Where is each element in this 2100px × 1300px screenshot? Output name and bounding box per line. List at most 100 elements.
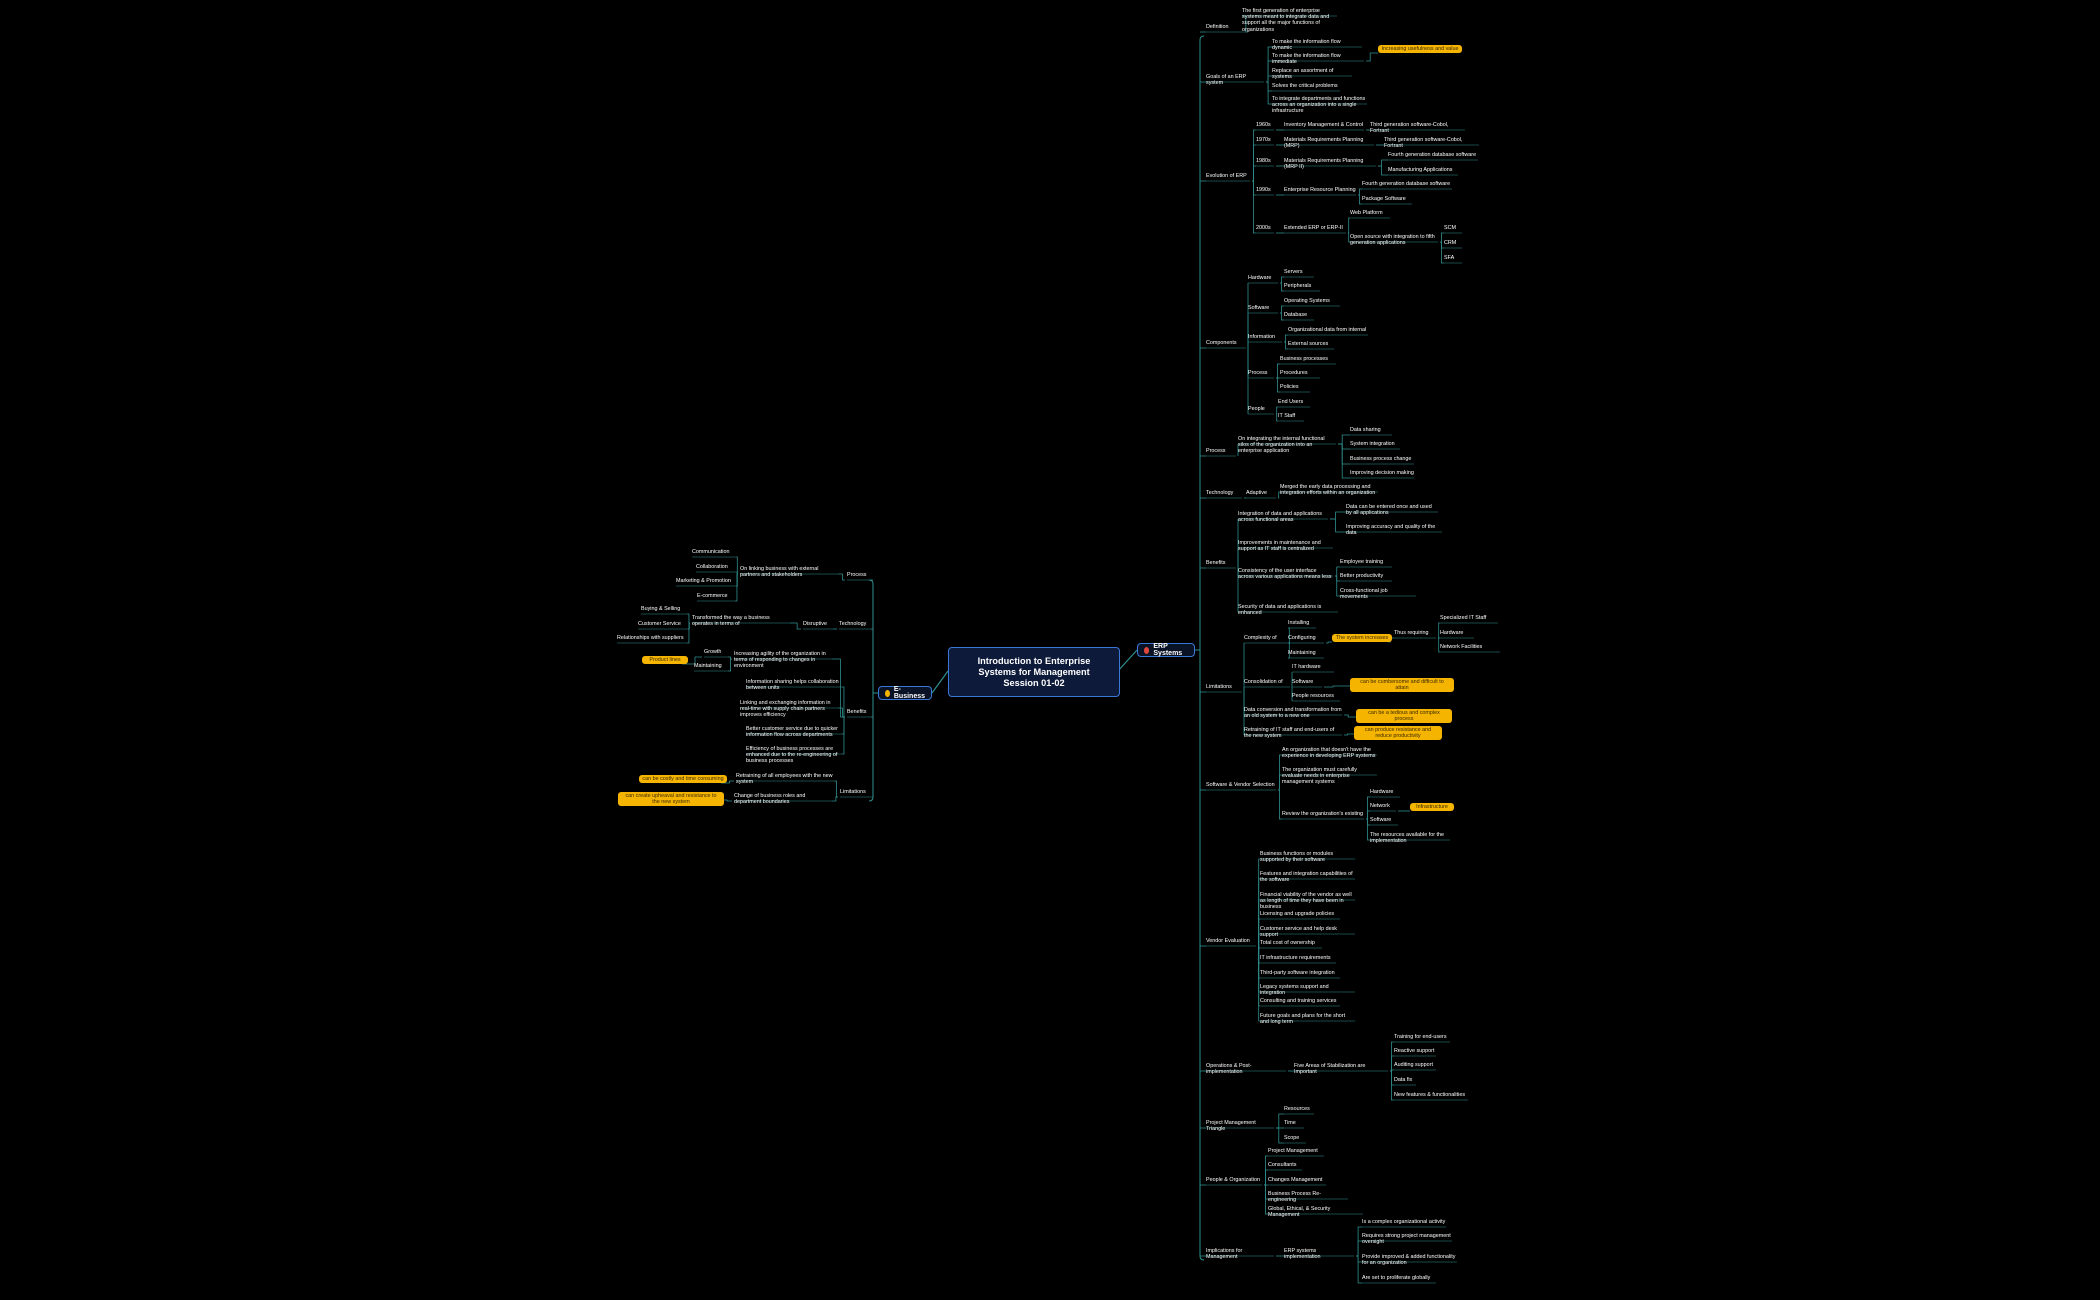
topic-ops[interactable]: Operations & Post-implementation	[1206, 1063, 1252, 1076]
topic-b1a[interactable]: Data can be entered once and used by all…	[1346, 504, 1432, 517]
topic-ve6[interactable]: Total cost of ownership	[1260, 940, 1315, 946]
topic-sfa[interactable]: SFA	[1444, 255, 1455, 261]
topic-proc[interactable]: Process	[1206, 448, 1226, 454]
topic-l2a[interactable]: IT hardware	[1292, 664, 1321, 670]
topic-hw[interactable]: Hardware	[1248, 275, 1272, 281]
topic-b2[interactable]: Improvements in maintenance and support …	[1238, 540, 1321, 553]
topic-e90c[interactable]: Package Software	[1362, 196, 1406, 202]
topic-im1a[interactable]: Is a complex organizational activity	[1362, 1219, 1446, 1225]
topic-lb4[interactable]: Better customer service due to quicker i…	[746, 726, 838, 739]
topic-l1c[interactable]: Maintaining	[1288, 650, 1316, 656]
topic-pr[interactable]: Process	[1248, 370, 1268, 376]
topic-b3b[interactable]: Better productivity	[1340, 573, 1384, 579]
topic-svs2[interactable]: The organization must carefully evaluate…	[1282, 767, 1357, 786]
topic-ops1d[interactable]: Data fix	[1394, 1077, 1413, 1083]
topic-im1d[interactable]: Are set to proliferate globally	[1362, 1275, 1431, 1281]
topic-e00[interactable]: 2000s	[1256, 225, 1271, 231]
topic-lb3[interactable]: Linking and exchanging information in re…	[740, 700, 831, 719]
topic-po[interactable]: People & Organization	[1206, 1177, 1260, 1183]
topic-ve2[interactable]: Features and integration capabilities of…	[1260, 871, 1353, 884]
topic-e70b[interactable]: Third generation software-Cobol, Fortran…	[1384, 137, 1463, 150]
topic-lb1[interactable]: Increasing agility of the organization i…	[734, 651, 826, 670]
topic-ld1a[interactable]: Buying & Selling	[641, 606, 681, 612]
topic-svs3h[interactable]: Infrastructure	[1410, 803, 1454, 812]
topic-b4[interactable]: Security of data and applications is enh…	[1238, 604, 1322, 617]
topic-im[interactable]: Implications for Management	[1206, 1248, 1243, 1261]
topic-sw1[interactable]: Operating Systems	[1284, 298, 1330, 304]
topic-evo[interactable]: Evolution of ERP	[1206, 173, 1247, 179]
topic-svs[interactable]: Software & Vendor Selection	[1206, 782, 1275, 788]
topic-ve3[interactable]: Financial viability of the vendor as wel…	[1260, 892, 1352, 911]
topic-ops1b[interactable]: Reactive support	[1394, 1048, 1435, 1054]
topic-sw[interactable]: Software	[1248, 305, 1270, 311]
topic-l4[interactable]: Retraining of IT staff and end-users of …	[1244, 727, 1335, 740]
topic-e60[interactable]: 1960s	[1256, 122, 1271, 128]
topic-b3c[interactable]: Cross-functional job movements	[1340, 588, 1388, 601]
topic-e80a[interactable]: Materials Requirements Planning (MRP II)	[1284, 158, 1364, 171]
topic-lb2[interactable]: Information sharing helps collaboration …	[746, 679, 839, 692]
topic-pmt1[interactable]: Resources	[1284, 1106, 1310, 1112]
topic-pr1[interactable]: Business processes	[1280, 356, 1328, 362]
topic-l4h[interactable]: can produce resistance and reduce produc…	[1354, 726, 1442, 741]
topic-inf1[interactable]: Organizational data from internal	[1288, 327, 1367, 333]
topic-e80c[interactable]: Manufacturing Applications	[1388, 167, 1453, 173]
topic-l2c[interactable]: People resources	[1292, 693, 1334, 699]
topic-ld[interactable]: Disruptive	[803, 621, 827, 627]
topic-comp[interactable]: Components	[1206, 340, 1237, 346]
topic-ve10[interactable]: Consulting and training services	[1260, 998, 1337, 1004]
topic-l3h[interactable]: can be a tedious and complex process	[1356, 709, 1452, 724]
topic-pe1[interactable]: End Users	[1278, 399, 1304, 405]
topic-adapt[interactable]: Adaptive	[1246, 490, 1267, 496]
topic-ve11[interactable]: Future goals and plans for the short and…	[1260, 1013, 1346, 1026]
topic-b3[interactable]: Consistency of the user interface across…	[1238, 568, 1332, 581]
topic-b3a[interactable]: Employee training	[1340, 559, 1384, 565]
topic-lb1b[interactable]: Maintaining	[694, 663, 722, 669]
topic-lt[interactable]: Technology	[839, 621, 867, 627]
topic-ben[interactable]: Benefits	[1206, 560, 1226, 566]
topic-ll2[interactable]: Change of business roles and department …	[734, 793, 806, 806]
topic-hw2[interactable]: Peripherals	[1284, 283, 1312, 289]
topic-pmt2[interactable]: Time	[1284, 1120, 1296, 1126]
topic-lim[interactable]: Limitations	[1206, 684, 1232, 690]
central-topic[interactable]: Introduction to Enterprise Systems for M…	[948, 647, 1120, 697]
topic-lb1a[interactable]: Growth	[704, 649, 722, 655]
topic-po3[interactable]: Changes Management	[1268, 1177, 1323, 1183]
topic-ll1h[interactable]: can be costly and time consuming	[639, 775, 727, 784]
topic-e70a[interactable]: Materials Requirements Planning (MRP)	[1284, 137, 1364, 150]
topic-lp1a[interactable]: Communication	[692, 549, 730, 555]
topic-ll2h[interactable]: can create upheaval and resistance to th…	[618, 792, 724, 807]
topic-proc1d[interactable]: Improving decision making	[1350, 470, 1414, 476]
topic-scm[interactable]: SCM	[1444, 225, 1456, 231]
topic-g2[interactable]: To make the information flow immediate	[1272, 53, 1341, 66]
topic-e90b[interactable]: Fourth generation database software	[1362, 181, 1451, 187]
topic-gh[interactable]: Increasing usefulness and value	[1378, 45, 1462, 54]
topic-lp1c[interactable]: Marketing & Promotion	[676, 578, 731, 584]
topic-g3[interactable]: Replace an assortment of systems	[1272, 68, 1334, 81]
topic-e80[interactable]: 1980s	[1256, 158, 1271, 164]
topic-inf[interactable]: Information	[1248, 334, 1275, 340]
topic-lp[interactable]: Process	[847, 572, 867, 578]
topic-adapt1[interactable]: Merged the early data processing and int…	[1280, 484, 1376, 497]
topic-pe2[interactable]: IT Staff	[1278, 413, 1296, 419]
topic-l1[interactable]: Complexity of	[1244, 635, 1277, 641]
topic-ve7[interactable]: IT infrastructure requirements	[1260, 955, 1331, 961]
topic-lb[interactable]: Benefits	[847, 709, 867, 715]
topic-b1[interactable]: Integration of data and applications acr…	[1238, 511, 1322, 524]
topic-l1d[interactable]: Thus requiring	[1394, 630, 1429, 636]
topic-e00b[interactable]: Web Platform	[1350, 210, 1383, 216]
topic-svs3c[interactable]: Software	[1370, 817, 1392, 823]
topic-e00c[interactable]: Open source with integration to fifth ge…	[1350, 234, 1435, 247]
topic-proc1[interactable]: On integrating the internal functional s…	[1238, 436, 1325, 455]
topic-po4[interactable]: Business Process Re-engineering	[1268, 1191, 1322, 1204]
topic-proc1b[interactable]: System integration	[1350, 441, 1395, 447]
topic-crm[interactable]: CRM	[1444, 240, 1457, 246]
topic-proc1a[interactable]: Data sharing	[1350, 427, 1381, 433]
topic-ve8[interactable]: Third-party software integration	[1260, 970, 1335, 976]
topic-pmt3[interactable]: Scope	[1284, 1135, 1300, 1141]
topic-g1[interactable]: To make the information flow dynamic	[1272, 39, 1341, 52]
topic-l1a[interactable]: Installing	[1288, 620, 1310, 626]
topic-lp1d[interactable]: E-commerce	[697, 593, 728, 599]
branch-erp-systems[interactable]: ERP Systems	[1137, 643, 1195, 657]
topic-pr3[interactable]: Policies	[1280, 384, 1299, 390]
topic-b1b[interactable]: Improving accuracy and quality of the da…	[1346, 524, 1436, 537]
